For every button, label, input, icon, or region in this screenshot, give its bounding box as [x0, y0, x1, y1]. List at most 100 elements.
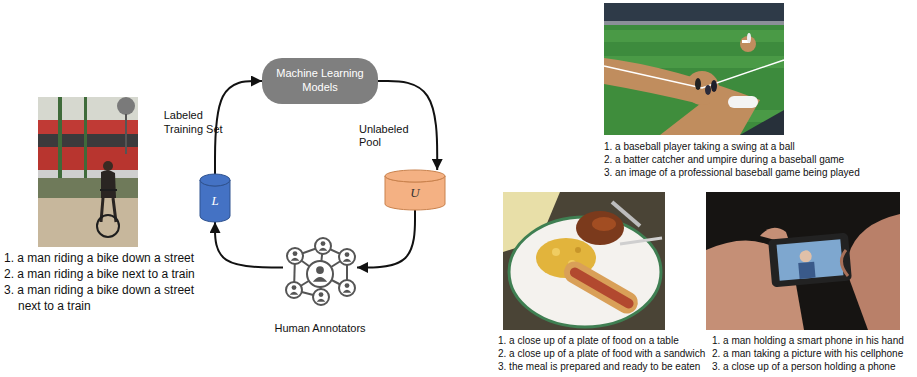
- food-photo-part: [560, 257, 642, 317]
- person-ring: [339, 249, 355, 265]
- caption-list: 1. a man holding a smart phone in his ha…: [712, 334, 914, 373]
- person-ring: [313, 289, 329, 305]
- unlabeled-pool: Unlabeled PoolU: [385, 170, 445, 210]
- bike-photo-part: [103, 161, 113, 171]
- bike-photo-part: [38, 170, 138, 178]
- baseball-photo-part: [604, 3, 784, 25]
- node-label: Human Annotators: [274, 322, 365, 336]
- model-box: Machine Learning Models: [262, 58, 378, 104]
- image-caption: 2. a man taking a picture with his cellp…: [712, 347, 914, 360]
- bike-photo-part: [38, 97, 138, 247]
- image-caption: 1. a man holding a smart phone in his ha…: [712, 334, 914, 347]
- food-photo-part: [568, 266, 635, 311]
- node-label: L: [200, 186, 230, 216]
- person-head: [319, 292, 324, 297]
- labeled-set: Labeled Training SetL: [200, 174, 230, 222]
- cylinder-top: [200, 174, 230, 186]
- bike-photo-part: [100, 189, 117, 191]
- person-icon: [315, 238, 331, 254]
- bike-photo-part: [38, 147, 138, 170]
- baseball-photo-part: [740, 110, 784, 135]
- bike-photo: [38, 97, 138, 247]
- baseball-photo-part: [711, 80, 717, 92]
- phone-photo-part: [846, 214, 900, 330]
- baseball-photo-part: [604, 60, 784, 88]
- person-ring: [307, 261, 333, 287]
- phone-photo-part: [768, 233, 852, 288]
- person-body: [291, 258, 300, 261]
- bike-photo-part: [38, 120, 138, 134]
- caption-list: 1. a close up of a plate of food on a ta…: [498, 334, 708, 373]
- person-icon: [307, 261, 333, 287]
- bike-photo-part: [38, 97, 138, 123]
- bike-photo-part: [38, 198, 138, 247]
- caption-list: 1. a man riding a bike down a street2. a…: [4, 250, 206, 314]
- person-icon: [286, 282, 302, 298]
- phone-photo-part: [841, 250, 848, 276]
- person-head: [321, 241, 326, 246]
- image-caption: 2. a man riding a bike next to a train: [4, 266, 206, 282]
- image-caption: 3. a close up of a person holding a phon…: [712, 360, 914, 373]
- cylinder-top: [385, 170, 445, 182]
- food-photo-part: [552, 248, 560, 256]
- food-photo-part: [575, 247, 581, 253]
- baseball-photo: [604, 3, 784, 135]
- node-label: Unlabeled Pool: [359, 123, 415, 151]
- image-caption: 2. a batter catcher and umpire during a …: [604, 153, 914, 166]
- image-caption: 1. a baseball player taking a swing at a…: [604, 140, 914, 153]
- person-icon: [287, 248, 303, 264]
- person-body: [343, 259, 352, 262]
- person-head: [345, 252, 350, 257]
- people-network-icon: [283, 236, 357, 306]
- person-icon: [339, 280, 355, 296]
- food-photo-part: [620, 238, 662, 244]
- node-label: Labeled Training Set: [164, 109, 230, 137]
- image-caption: 1. a close up of a plate of food on a ta…: [498, 334, 708, 347]
- image-caption: 3. a man riding a bike down a street nex…: [4, 282, 206, 314]
- person-body: [319, 248, 328, 251]
- baseball-photo-part: [604, 58, 760, 135]
- baseball-photo-part: [604, 30, 784, 42]
- baseball-photo-part: [604, 21, 784, 25]
- baseball-photo-part: [705, 85, 711, 95]
- person-ring: [286, 282, 302, 298]
- bike-photo-part: [101, 170, 116, 198]
- food-photo-part: [576, 211, 624, 245]
- cycle-arrow: [357, 210, 415, 268]
- bike-photo-part: [38, 178, 138, 198]
- caption-list: 1. a baseball player taking a swing at a…: [604, 140, 914, 179]
- phone-photo: [706, 192, 900, 330]
- person-head: [316, 266, 324, 274]
- person-ring: [315, 238, 331, 254]
- annotators: Human Annotators: [274, 236, 365, 336]
- node-label: Machine Learning Models: [272, 67, 368, 95]
- baseball-photo-part: [695, 78, 701, 90]
- phone-photo-part-part: [777, 239, 844, 280]
- person-head: [345, 283, 350, 288]
- food-photo-part: [612, 202, 640, 226]
- bike-photo-part: [125, 114, 127, 154]
- image-caption: 3. an image of a professional baseball g…: [604, 166, 914, 179]
- person-body: [343, 290, 352, 293]
- food-photo-part: [503, 192, 665, 330]
- phone-photo-part-part: [799, 250, 812, 263]
- bike-photo-part: [117, 97, 135, 115]
- node-label: U: [385, 182, 445, 204]
- phone-photo-part-part: [798, 262, 815, 279]
- person-body: [290, 292, 299, 295]
- person-icon: [313, 289, 329, 305]
- person-ring: [339, 280, 355, 296]
- image-caption: 1. a man riding a bike down a street: [4, 250, 206, 266]
- person-body: [317, 299, 326, 302]
- bike-photo-part: [101, 198, 116, 222]
- baseball-photo-part: [604, 3, 784, 135]
- image-caption: 2. a close up of a plate of food with a …: [498, 347, 708, 360]
- phone-photo-part: [706, 192, 900, 330]
- food-photo: [503, 192, 665, 330]
- bike-photo-part: [38, 134, 138, 147]
- person-head: [292, 285, 297, 290]
- person-head: [293, 251, 298, 256]
